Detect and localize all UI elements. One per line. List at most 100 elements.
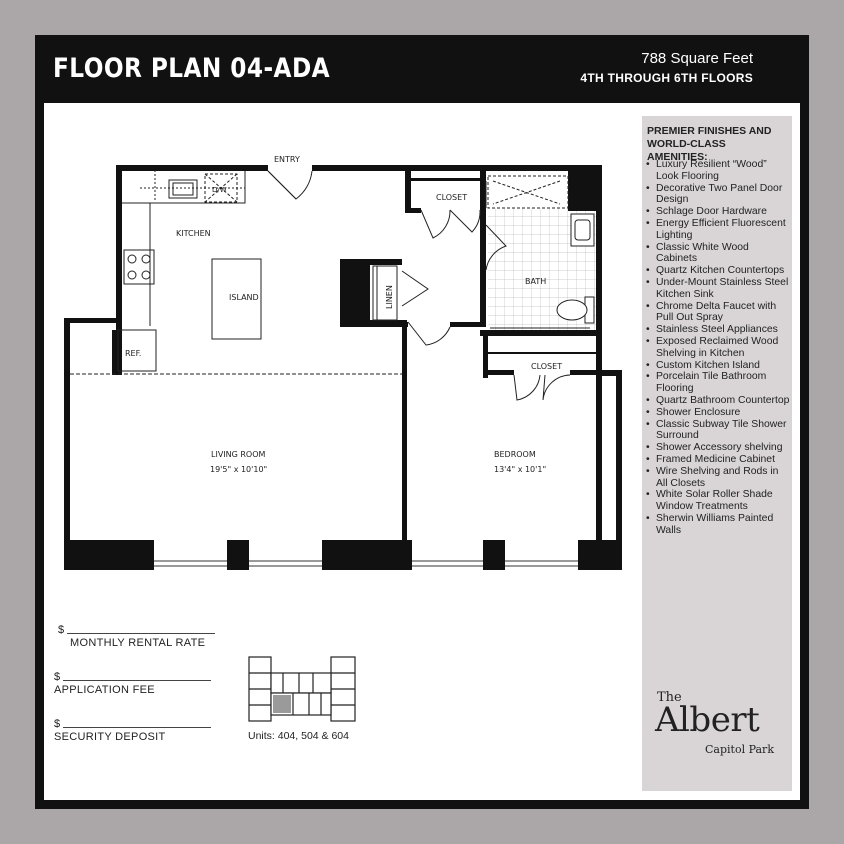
amenity-text: Shower Accessory shelving bbox=[656, 442, 783, 454]
bullet-icon: • bbox=[646, 159, 650, 170]
bullet-icon: • bbox=[646, 335, 650, 347]
bullet-icon: • bbox=[646, 265, 650, 277]
amenity-item: •Sherwin Williams Painted Walls bbox=[646, 513, 792, 537]
amenity-text: Framed Medicine Cabinet bbox=[656, 453, 775, 465]
bullet-icon: • bbox=[646, 276, 650, 288]
bullet-icon: • bbox=[646, 300, 650, 312]
header-bar: FLOOR PLAN 04-ADA 788 Square Feet 4TH TH… bbox=[35, 35, 809, 103]
bullet-icon: • bbox=[646, 371, 650, 383]
dishwasher-label: D/W bbox=[212, 186, 227, 194]
amenity-item: • Wire Shelving and Rods in All Closets bbox=[646, 466, 792, 490]
building-key-map bbox=[248, 656, 356, 722]
albert-logo: The Albert Capitol Park bbox=[655, 690, 785, 760]
amenity-item: • Classic Subway Tile Shower Surround bbox=[646, 419, 792, 443]
bath-fixtures bbox=[490, 213, 595, 329]
linen-label: LINEN bbox=[385, 285, 394, 309]
amenity-text: Decorative Two Panel Door Design bbox=[656, 182, 783, 206]
island-label: ISLAND bbox=[229, 293, 259, 302]
currency-symbol: $ bbox=[54, 671, 61, 683]
amenity-text: Wire Shelving and Rods in All Closets bbox=[656, 465, 779, 489]
bullet-icon: • bbox=[646, 442, 650, 454]
amenity-item: • Classic White Wood Cabinets bbox=[646, 242, 792, 266]
bath-label: BATH bbox=[525, 277, 546, 286]
kitchen-label: KITCHEN bbox=[176, 229, 211, 238]
bullet-icon: • bbox=[646, 206, 650, 218]
blank-line bbox=[63, 727, 211, 728]
amenities-panel: PREMIER FINISHES AND WORLD-CLASS AMENITI… bbox=[642, 116, 792, 791]
amenity-item: • Framed Medicine Cabinet bbox=[646, 454, 792, 466]
doors bbox=[267, 170, 571, 401]
amenity-item: • Chrome Delta Faucet with Pull Out Spray bbox=[646, 301, 792, 325]
bullet-icon: • bbox=[646, 324, 650, 336]
amenity-text: Sherwin Williams Painted Walls bbox=[656, 512, 774, 536]
amenity-item: • Decorative Two Panel Door Design bbox=[646, 183, 792, 207]
amenity-item: • Porcelain Tile Bathroom Flooring bbox=[646, 371, 792, 395]
bullet-icon: • bbox=[646, 489, 650, 501]
windows bbox=[154, 560, 578, 567]
floor-plan-title: FLOOR PLAN 04-ADA bbox=[53, 53, 331, 84]
bullet-icon: • bbox=[646, 241, 650, 253]
amenities-list: • Luxury Resilient “Wood” Look Flooring • D… bbox=[646, 159, 792, 537]
bedroom-dims: 13'4" x 10'1" bbox=[494, 465, 546, 474]
amenity-item: • Quartz Bathroom Countertop bbox=[646, 395, 792, 407]
blank-line bbox=[67, 633, 215, 634]
blank-line bbox=[63, 680, 211, 681]
logo-name: Albert bbox=[655, 700, 760, 740]
logo-the: The bbox=[657, 690, 682, 705]
bullet-icon: • bbox=[646, 453, 650, 465]
amenity-item: •Custom Kitchen Island bbox=[646, 360, 792, 372]
bullet-icon: • bbox=[646, 418, 650, 430]
amenity-text: Quartz Bathroom Countertop bbox=[656, 394, 790, 406]
amenity-item: • Stainless Steel Appliances bbox=[646, 324, 792, 336]
bullet-icon: • bbox=[646, 359, 650, 371]
amenity-item: • White Solar Roller Shade Window Treatme… bbox=[646, 489, 792, 513]
security-deposit-label: SECURITY DEPOSIT bbox=[54, 731, 166, 743]
amenity-text: Classic Subway Tile Shower Surround bbox=[656, 418, 787, 442]
amenity-text: White Solar Roller Shade Window Treatmen… bbox=[656, 489, 773, 513]
amenity-text: Energy Efficient Fluorescent Lighting bbox=[656, 217, 786, 241]
bullet-icon: • bbox=[646, 182, 650, 194]
walls bbox=[64, 165, 622, 570]
square-feet: 788 Square Feet bbox=[641, 50, 753, 67]
currency-symbol: $ bbox=[54, 718, 61, 730]
units-label: Units: 404, 504 & 604 bbox=[248, 730, 349, 742]
bullet-icon: • bbox=[646, 465, 650, 477]
ref-label: REF. bbox=[125, 349, 141, 358]
living-room-dims: 19'5" x 10'10" bbox=[210, 465, 267, 474]
amenity-text: Quartz Kitchen Countertops bbox=[656, 265, 785, 277]
amenity-text: Exposed Reclaimed Wood Shelving in Kitch… bbox=[656, 335, 779, 359]
bedroom-label: BEDROOM bbox=[494, 450, 536, 459]
amenity-item: • Under-Mount Stainless Steel Kitchen Sin… bbox=[646, 277, 792, 301]
bullet-icon: • bbox=[646, 394, 650, 406]
highlighted-unit bbox=[273, 695, 291, 713]
entry-label: ENTRY bbox=[274, 155, 300, 164]
monthly-rent-label: MONTHLY RENTAL RATE bbox=[70, 637, 206, 649]
living-room-label: LIVING ROOM bbox=[211, 450, 266, 459]
amenity-item: • Schlage Door Hardware bbox=[646, 206, 792, 218]
amenity-item: • Shower Enclosure bbox=[646, 407, 792, 419]
amenity-text: Under-Mount Stainless Steel Kitchen Sink bbox=[656, 276, 789, 300]
amenity-text: Shower Enclosure bbox=[656, 406, 741, 418]
bullet-icon: • bbox=[646, 217, 650, 229]
amenity-text: Luxury Resilient “Wood” Look Flooring bbox=[656, 159, 767, 182]
amenities-title: PREMIER FINISHES AND WORLD-CLASS AMENITI… bbox=[647, 125, 772, 163]
amenity-item: • Exposed Reclaimed Wood Shelving in Kitc… bbox=[646, 336, 792, 360]
amenity-text: Porcelain Tile Bathroom Flooring bbox=[656, 371, 767, 395]
logo-location: Capitol Park bbox=[705, 743, 774, 756]
amenity-item: • Quartz Kitchen Countertops bbox=[646, 265, 792, 277]
application-fee-label: APPLICATION FEE bbox=[54, 684, 155, 696]
amenity-text: Classic White Wood Cabinets bbox=[656, 241, 749, 265]
amenity-item: • Shower Accessory shelving bbox=[646, 442, 792, 454]
amenity-text: Stainless Steel Appliances bbox=[656, 324, 778, 336]
floors-label: 4TH THROUGH 6TH FLOORS bbox=[580, 71, 753, 85]
currency-symbol: $ bbox=[58, 624, 65, 636]
kitchen-counters bbox=[70, 170, 402, 375]
amenity-item: • Energy Efficient Fluorescent Lighting bbox=[646, 218, 792, 242]
closet-top-label: CLOSET bbox=[436, 193, 467, 202]
amenity-item: • Luxury Resilient “Wood” Look Flooring bbox=[646, 159, 792, 183]
bullet-icon: • bbox=[646, 406, 650, 418]
closet-bed-label: CLOSET bbox=[531, 362, 562, 371]
amenity-text: Schlage Door Hardware bbox=[656, 206, 767, 218]
amenity-text: Chrome Delta Faucet with Pull Out Spray bbox=[656, 300, 777, 324]
